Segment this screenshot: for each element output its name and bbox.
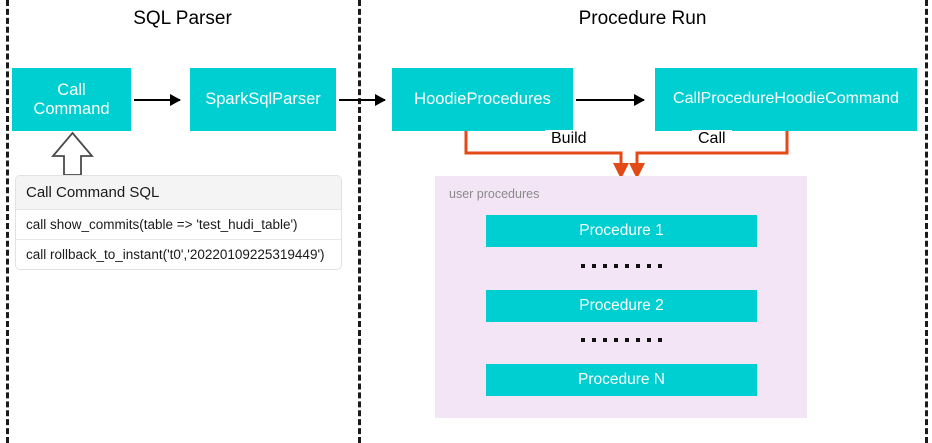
arrow-spark-parser-to-hoodie-procedures-icon <box>339 94 386 106</box>
node-hoodie-procedures[interactable]: HoodieProcedures <box>392 68 573 131</box>
user-procedures-panel-label: user procedures <box>449 187 540 201</box>
section-title-sql-parser: SQL Parser <box>133 8 232 29</box>
call-command-sql-card: Call Command SQL call show_commits(table… <box>16 176 341 269</box>
edge-label-call: Call <box>692 130 732 148</box>
sql-card-row: call show_commits(table => 'test_hudi_ta… <box>16 210 341 240</box>
arrow-call-command-to-spark-parser-icon <box>134 94 181 106</box>
procedure-item[interactable]: Procedure 2 <box>486 290 757 322</box>
sql-card-header: Call Command SQL <box>16 176 341 210</box>
edge-label-build: Build <box>545 130 593 148</box>
sql-card-row: call rollback_to_instant('t0','202201092… <box>26 247 325 262</box>
procedure-item[interactable]: Procedure 1 <box>486 215 757 247</box>
procedures-ellipsis <box>486 260 757 272</box>
section-title-procedure-run: Procedure Run <box>578 8 707 29</box>
procedures-ellipsis <box>486 334 757 346</box>
node-call-command[interactable]: Call Command <box>12 68 131 131</box>
arrow-hoodie-procedures-to-call-command-icon <box>576 94 645 106</box>
user-procedures-panel: user procedures Procedure 1 Procedure 2 … <box>435 176 807 418</box>
node-spark-sql-parser[interactable]: SparkSqlParser <box>190 68 336 131</box>
node-call-procedure-hoodie-command[interactable]: CallProcedureHoodieCommand <box>655 68 917 131</box>
procedure-item[interactable]: Procedure N <box>486 364 757 396</box>
hollow-up-arrow-icon <box>51 131 94 176</box>
section-divider-middle <box>358 0 361 443</box>
section-divider-right <box>925 0 928 443</box>
section-divider-left <box>6 0 9 443</box>
